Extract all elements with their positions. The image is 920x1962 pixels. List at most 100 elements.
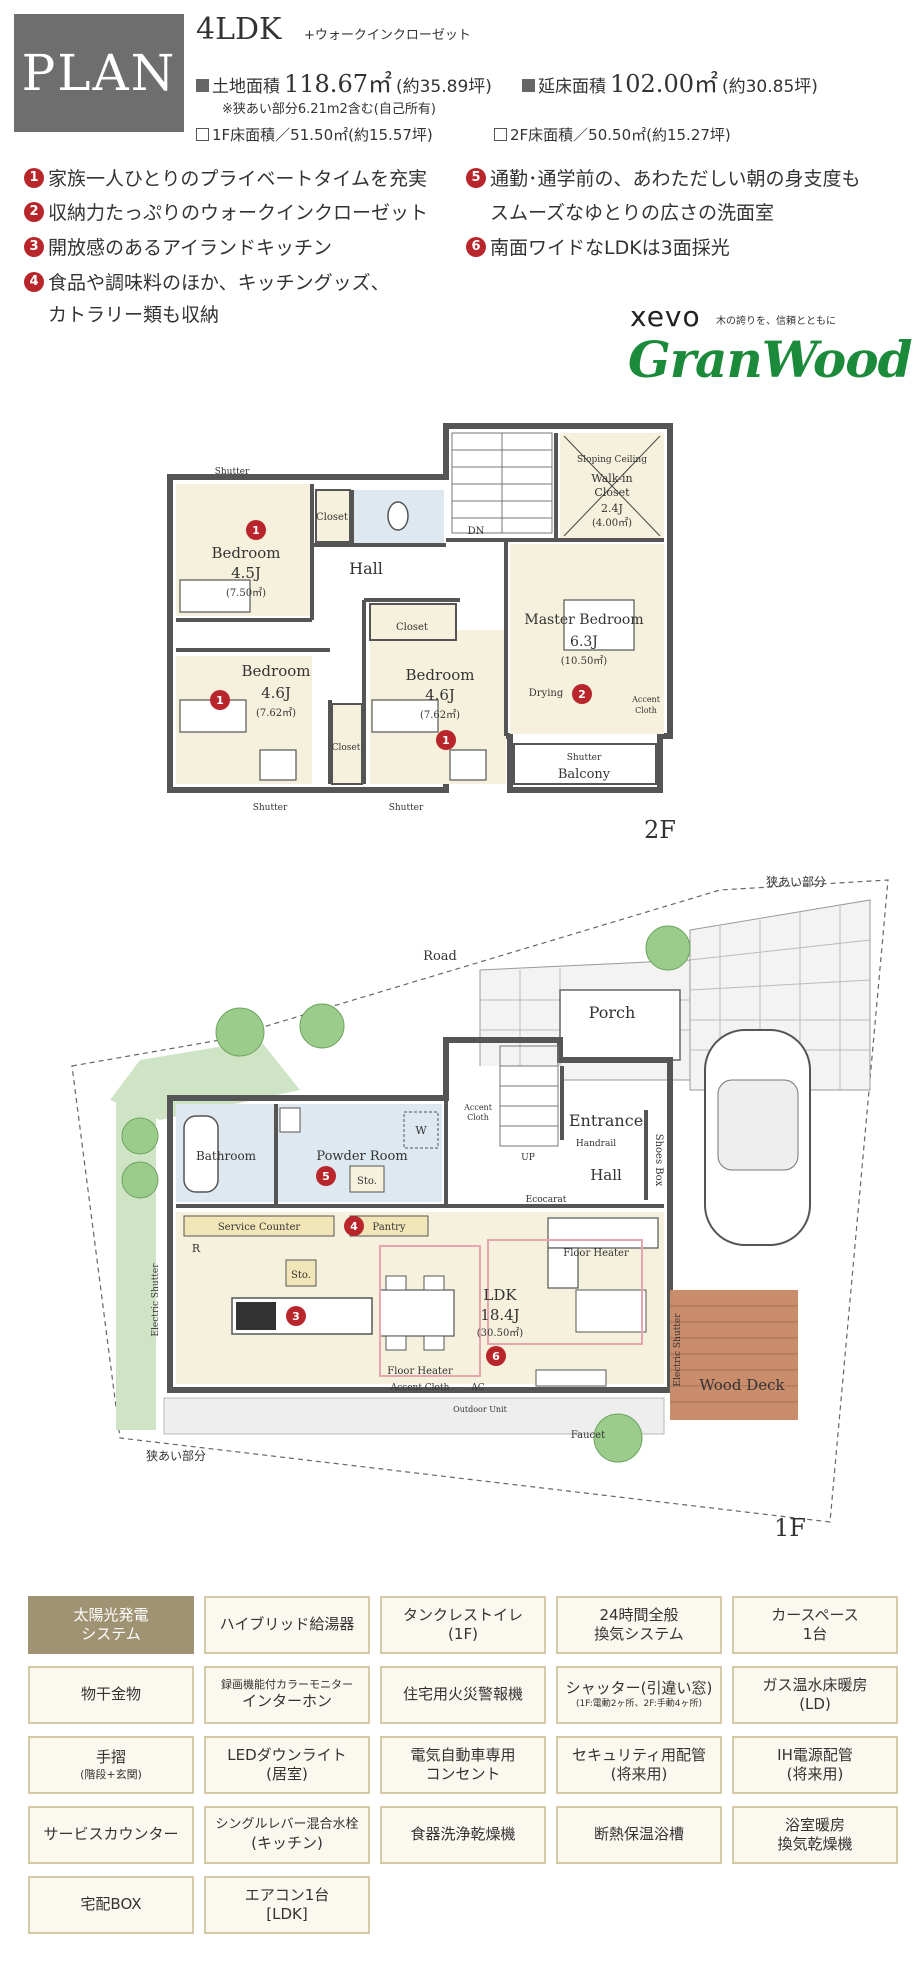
area-note: ※狭あい部分6.21m2含む(自己所有) [222,102,436,117]
accent-label-2f: Accent [631,695,661,704]
floor-2f-label: 2F [644,816,676,840]
equip-ventilation: 24時間全般換気システム [556,1596,722,1654]
master-label: Master Bedroom [524,612,643,628]
accent-label-1f: Accent [463,1103,493,1112]
floor-heater-label-2: Floor Heater [387,1366,453,1377]
closet-label-3: Closet [332,743,361,753]
narrow-label-bottom: 狭あい部分 [146,1448,206,1463]
equip-solar: 太陽光発電システム [28,1596,194,1654]
ldk-label: LDK [483,1286,517,1304]
equip-shutter: シャッター(引違い窓)(1F:電動2ヶ所、2F:手動4ヶ所) [556,1666,722,1724]
brand-xevo: xevo [630,300,701,333]
svg-text:2: 2 [578,688,586,701]
wood-deck-label: Wood Deck [699,1376,785,1394]
floor-heater-label-1: Floor Heater [563,1248,629,1259]
floor-1f-label: 1F [774,1514,806,1542]
bed1-size: 4.5J [231,564,261,582]
bed3-m2: (7.62㎡) [420,709,460,721]
sto-label-1: Sto. [357,1176,377,1187]
bed3-size: 4.6J [425,686,455,704]
shutter-label-3: Shutter [389,803,424,813]
elec-shutter-left: Electric Shutter [151,1263,161,1337]
equip-delivery-box: 宅配BOX [28,1876,194,1934]
floor-plan-1f: 狭あい部分 Road Porch Entrance Handrail UP Ha… [71,874,889,1542]
svg-text:1: 1 [216,694,224,707]
plan-badge: PLAN [14,14,184,132]
wic-label-2: Closet [594,486,630,499]
svg-text:6: 6 [492,1350,500,1363]
sloping-ceiling: Sloping Ceiling [577,455,647,465]
dn-label: DN [468,526,485,537]
hall-label-1f: Hall [590,1166,622,1184]
equip-insulated-tub: 断熱保温浴槽 [556,1806,722,1864]
elec-shutter-right: Electric Shutter [673,1313,683,1387]
equip-intercom: 録画機能付カラーモニターインターホン [204,1666,370,1724]
w-label: W [415,1124,427,1137]
handrail-label: Handrail [576,1139,616,1149]
ac-label: AC [470,1383,484,1393]
bed3-label: Bedroom [406,666,475,684]
equip-service-counter: サービスカウンター [28,1806,194,1864]
equip-fire-alarm: 住宅用火災警報機 [380,1666,546,1724]
equip-led-downlight: LEDダウンライト(居室) [204,1736,370,1794]
bed1-label: Bedroom [212,544,281,562]
equip-security-piping: セキュリティ用配管(将来用) [556,1736,722,1794]
shutter-label-balcony: Shutter [567,753,602,763]
equip-bath-dryer: 浴室暖房換気乾燥機 [732,1806,898,1864]
feature-5-cont: スムーズなゆとりの広さの洗面室 [490,202,775,224]
equip-drying-hardware: 物干金物 [28,1666,194,1724]
shoes-box-label: Shoes Box [653,1134,664,1187]
pantry-label: Pantry [372,1222,405,1233]
master-size: 6.3J [570,634,598,650]
equip-ev-outlet: 電気自動車専用コンセント [380,1736,546,1794]
equip-ih-piping: IH電源配管(将来用) [732,1736,898,1794]
faucet-label: Faucet [571,1430,605,1441]
up-label: UP [521,1153,535,1163]
wic-size: 2.4J [601,502,623,515]
equip-hybrid-heater: ハイブリッド給湯器 [204,1596,370,1654]
svg-text:5: 5 [322,1170,330,1183]
feature-4-cont: カトラリー類も収納 [48,304,220,326]
equipment-grid: 太陽光発電システム ハイブリッド給湯器 タンクレストイレ(1F) 24時間全般換… [28,1596,900,1934]
drying-label: Drying [529,688,564,699]
powder-room-label: Powder Room [316,1149,407,1164]
accent-cloth-label: Accent Cloth [390,1383,450,1393]
equip-dishwasher: 食器洗浄乾燥機 [380,1806,546,1864]
ecocarat-label: Ecocarat [526,1195,567,1205]
shutter-label-1: Shutter [215,467,250,477]
refrigerator-label: R [192,1242,201,1255]
svg-text:3: 3 [292,1310,300,1323]
porch-label: Porch [589,1003,636,1022]
hall-label-2f: Hall [349,559,383,578]
ldk-m2: (30.50㎡) [477,1327,524,1339]
layout-type: 4LDK [196,12,282,47]
entrance-label: Entrance [569,1111,643,1130]
equip-faucet: シングルレバー混合水栓(キッチン) [204,1806,370,1864]
equip-aircon: エアコン1台[LDK] [204,1876,370,1934]
bed1-m2: (7.50㎡) [226,587,266,599]
brand-granwood: GranWood [628,330,913,389]
bed2-label: Bedroom [242,662,311,680]
cloth-label-1f: Cloth [467,1113,489,1122]
equip-tankless-toilet: タンクレストイレ(1F) [380,1596,546,1654]
svg-text:4: 4 [350,1220,358,1233]
shutter-label-2: Shutter [253,803,288,813]
outdoor-unit-label: Outdoor Unit [453,1405,508,1414]
closet-label-2: Closet [396,622,428,633]
equip-floor-heating: ガス温水床暖房(LD) [732,1666,898,1724]
floor-plan-2f: Shutter Closet Hall DN Sloping Ceiling W… [167,423,676,840]
narrow-label-top: 狭あい部分 [766,874,826,889]
cloth-label-2f: Cloth [635,706,657,715]
floor-2-area: 2F床面積／50.50㎡(約15.27坪) [494,124,731,145]
balcony-label: Balcony [558,767,611,782]
service-counter-label: Service Counter [218,1222,301,1233]
wic-m2: (4.00㎡) [592,517,632,529]
